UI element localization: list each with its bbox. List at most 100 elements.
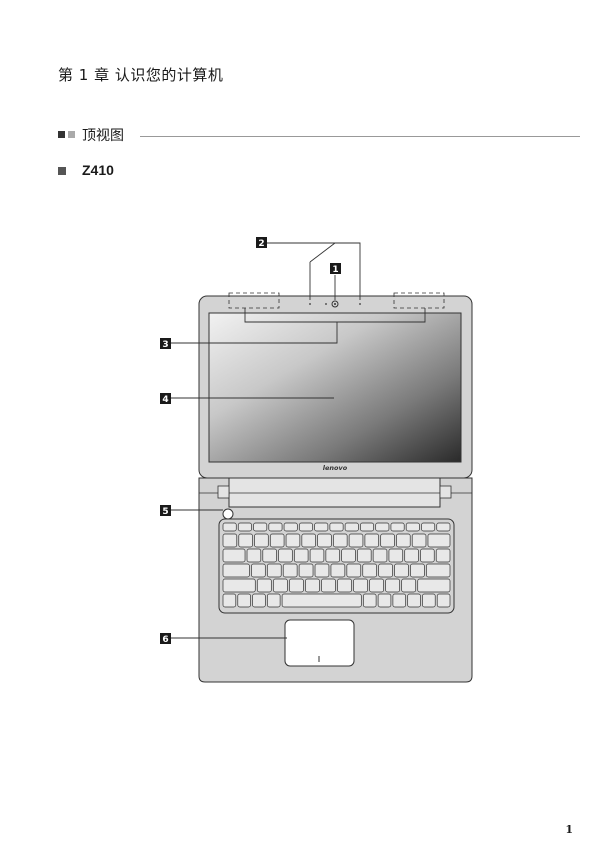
keyboard-key xyxy=(357,548,372,563)
hinge-right xyxy=(439,485,452,499)
keyboard-key xyxy=(344,522,359,532)
callout-badge-2: 2 xyxy=(256,237,267,249)
antenna-area-left xyxy=(228,292,280,309)
keyboard-key xyxy=(281,593,362,608)
keyboard-key xyxy=(377,593,392,608)
keyboard-key xyxy=(364,533,380,548)
keyboard-key xyxy=(298,563,314,578)
keyboard-key xyxy=(222,533,238,548)
laptop-screen xyxy=(208,312,462,463)
keyboard-key xyxy=(426,563,451,578)
callout-badge-1: 1 xyxy=(330,263,341,275)
keyboard-key xyxy=(346,563,362,578)
callout-number-4: 4 xyxy=(162,395,168,405)
keyboard-key xyxy=(353,578,368,593)
keyboard-key xyxy=(435,548,451,563)
keyboard-key xyxy=(375,522,390,532)
keyboard-key xyxy=(262,548,277,563)
keyboard-key xyxy=(417,578,451,593)
antenna-area-right xyxy=(393,292,445,309)
touchpad xyxy=(284,619,355,667)
callout-number-1: 1 xyxy=(332,265,338,275)
callout-number-2: 2 xyxy=(258,239,264,249)
callout-badge-5: 5 xyxy=(160,505,171,517)
chapter-title: 第 1 章 认识您的计算机 xyxy=(58,66,224,84)
keyboard-key xyxy=(436,593,451,608)
keyboard-key xyxy=(325,548,340,563)
keyboard-key xyxy=(222,548,246,563)
keyboard-key xyxy=(380,533,395,548)
callout-badge-3: 3 xyxy=(160,338,171,350)
keyboard-key xyxy=(305,578,320,593)
keyboard-key xyxy=(251,563,266,578)
model-bullet xyxy=(58,167,66,175)
keyboard-key xyxy=(411,533,427,548)
keyboard-key xyxy=(253,522,268,532)
keyboard-key xyxy=(421,522,436,532)
keyboard-key xyxy=(222,563,250,578)
keyboard-key xyxy=(222,593,237,608)
keyboard-key xyxy=(360,522,375,532)
keyboard-key xyxy=(283,522,298,532)
microphone-right xyxy=(359,303,361,305)
keyboard-key xyxy=(407,593,421,608)
keyboard-key xyxy=(301,533,316,548)
keyboard-key xyxy=(252,593,266,608)
keyboard-key xyxy=(282,563,298,578)
keyboard-key xyxy=(309,548,325,563)
hinge-left xyxy=(217,485,230,499)
callout-2-line xyxy=(266,242,361,262)
hinge-bar xyxy=(228,477,441,508)
keyboard-key xyxy=(392,593,407,608)
keyboard-key xyxy=(269,533,285,548)
keyboard-key xyxy=(427,533,451,548)
keyboard-key xyxy=(266,563,282,578)
model-name: Z410 xyxy=(82,162,114,178)
keyboard-key xyxy=(330,563,346,578)
keyboard-key xyxy=(341,548,356,563)
keyboard-key xyxy=(404,548,419,563)
keyboard-key xyxy=(378,563,393,578)
keyboard-key xyxy=(289,578,304,593)
section-rule xyxy=(140,136,580,137)
keyboard-key xyxy=(266,593,281,608)
keyboard-key xyxy=(396,533,411,548)
section-title: 顶视图 xyxy=(82,128,124,144)
keyboard-key xyxy=(410,563,425,578)
keyboard-key xyxy=(348,533,364,548)
section-bullet-light xyxy=(68,131,75,138)
keyboard-key xyxy=(278,548,293,563)
keyboard-key xyxy=(317,533,332,548)
keyboard-key xyxy=(369,578,384,593)
callout-3-bracket xyxy=(244,308,426,323)
callout-badge-6: 6 xyxy=(160,633,171,645)
keyboard-key xyxy=(329,522,344,532)
keyboard-key xyxy=(237,522,252,532)
callout-lines xyxy=(170,242,426,639)
keyboard-key xyxy=(268,522,283,532)
keyboard-key xyxy=(394,563,409,578)
page-number: 1 xyxy=(565,823,573,836)
camera-lens-inner xyxy=(334,303,336,305)
keyboard-key xyxy=(298,522,313,532)
keyboard-key xyxy=(385,578,401,593)
callout-badge-4: 4 xyxy=(160,393,171,405)
keyboard-key xyxy=(222,522,237,532)
keyboard-key xyxy=(314,522,329,532)
callout-2-to-left-mic xyxy=(309,242,336,263)
keyboard-key xyxy=(390,522,405,532)
keyboard-key xyxy=(272,578,288,593)
camera-indicator xyxy=(325,303,327,305)
keyboard-key xyxy=(401,578,417,593)
keyboard-key xyxy=(333,533,348,548)
keyboard-key xyxy=(256,578,272,593)
keyboard-key xyxy=(321,578,336,593)
keyboard-key xyxy=(246,548,262,563)
keyboard-key xyxy=(254,533,269,548)
callout-number-3: 3 xyxy=(162,340,168,350)
camera-lens xyxy=(331,300,339,308)
callout-number-5: 5 xyxy=(162,507,168,517)
keyboard-key xyxy=(405,522,420,532)
keyboard-key xyxy=(362,593,377,608)
